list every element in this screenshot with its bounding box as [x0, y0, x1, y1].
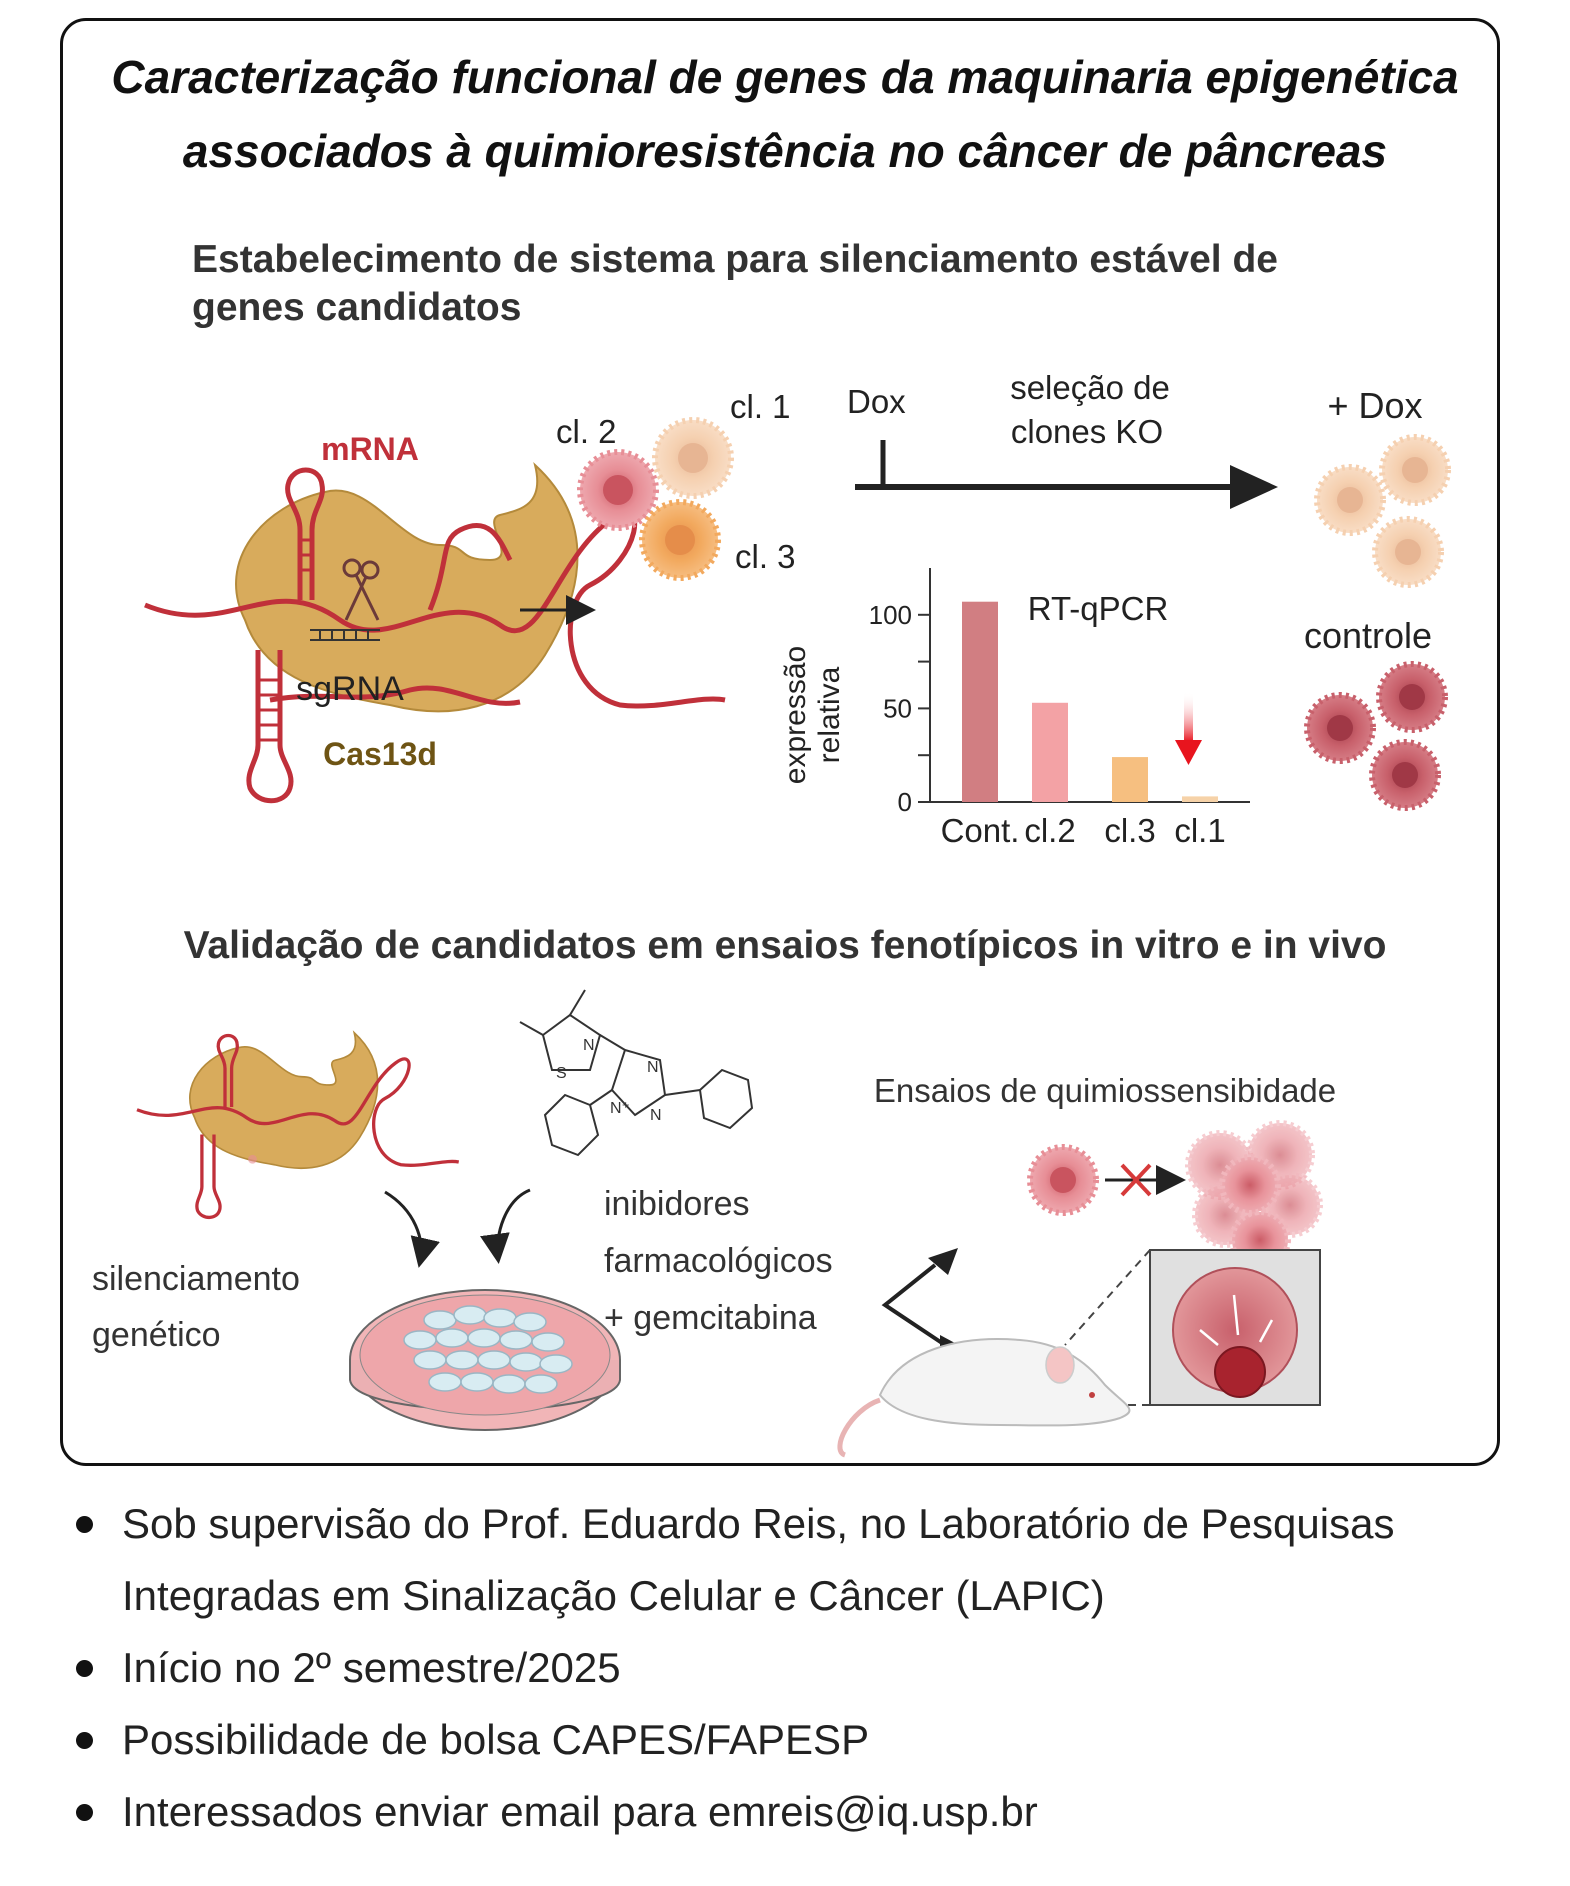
arrow-drug-to-dish	[480, 1188, 531, 1264]
cas13d-complex	[144, 462, 726, 804]
chemosensitivity-label: Ensaios de quimiossensibidade	[874, 1072, 1336, 1109]
x-tick-label: cl.3	[1104, 812, 1155, 849]
diagram-canvas: mRNA sgRNA Cas13d cl. 1 cl. 2 cl. 3 Dox …	[92, 369, 1451, 1458]
section-1-heading: Estabelecimento de sistema para silencia…	[192, 238, 1278, 329]
cas13d-protein	[235, 462, 579, 713]
mrna-hairpin-right	[427, 522, 513, 611]
y-tick-label: 50	[883, 693, 912, 723]
x-tick-label: cl.2	[1024, 812, 1075, 849]
y-tick-label: 100	[869, 600, 912, 630]
control-label: controle	[1304, 615, 1432, 656]
figure-frame	[60, 18, 1500, 1466]
tumor-icon	[1172, 1267, 1298, 1398]
figure-title-line-2: associados à quimioresistência no câncer…	[182, 125, 1388, 177]
clone-label-2: cl. 2	[556, 413, 617, 450]
bullet-dot	[76, 1516, 93, 1533]
x-tick-label: Cont.	[941, 812, 1020, 849]
mrna-strand	[144, 510, 726, 709]
atom-n-1: N	[583, 1037, 595, 1054]
bullet-text: Possibilidade de bolsa CAPES/FAPESP	[122, 1716, 870, 1763]
atom-n-3: N	[650, 1107, 662, 1124]
y-tick-label: 0	[898, 787, 912, 817]
bullet-dot	[76, 1804, 93, 1821]
bullet-text: Interessados enviar email para emreis@iq…	[122, 1788, 1038, 1835]
cas13d-complex-small	[136, 1030, 460, 1220]
clone-cell-2	[577, 449, 659, 531]
bullet-text: Início no 2º semestre/2025	[122, 1644, 621, 1691]
bar-cl1	[1182, 796, 1218, 802]
dox-label: Dox	[847, 383, 906, 420]
bullet-list: Sob supervisão do Prof. Eduardo Reis, no…	[70, 1488, 1570, 1848]
clone-label-1: cl. 1	[730, 388, 791, 425]
cas13d-label: Cas13d	[323, 736, 437, 772]
timeline-arrow-head	[1230, 465, 1278, 509]
bullet-item: Sob supervisão do Prof. Eduardo Reis, no…	[70, 1488, 1570, 1632]
clone-cell-3	[639, 499, 721, 581]
dox-cells	[1314, 434, 1451, 588]
control-cells	[1304, 661, 1448, 811]
atom-n-2: N	[647, 1059, 659, 1076]
blocked-x-icon	[1120, 1163, 1152, 1197]
atom-s: S	[556, 1065, 567, 1082]
mrna-label: mRNA	[321, 431, 419, 467]
red-down-arrow-icon	[1175, 692, 1202, 765]
inset-leader-top	[1064, 1249, 1151, 1346]
sgrna-duplex	[310, 629, 380, 641]
bullet-dot	[76, 1732, 93, 1749]
cell-cluster-icon	[1185, 1120, 1323, 1271]
section-2-heading: Validação de candidatos em ensaios fenot…	[183, 924, 1387, 967]
bar-cl2	[1032, 702, 1068, 802]
x-tick-label: cl.1	[1174, 812, 1225, 849]
bullet-item: Início no 2º semestre/2025	[70, 1632, 1570, 1704]
bullet-item: Interessados enviar email para emreis@iq…	[70, 1776, 1570, 1848]
scissors-icon	[342, 558, 380, 621]
plus-dox-label: + Dox	[1327, 385, 1422, 426]
bar-cont	[962, 601, 998, 802]
bullet-text: Sob supervisão do Prof. Eduardo Reis, no…	[122, 1500, 1395, 1619]
clone-label-3: cl. 3	[735, 538, 796, 575]
atom-n-plus: N⁺	[610, 1100, 630, 1117]
mrna-strand-lower	[269, 685, 521, 706]
arrow-genetic-to-dish	[384, 1190, 440, 1268]
mrna-hairpin-top	[285, 467, 325, 600]
branch-arrows	[881, 1263, 947, 1347]
chart-title: RT-qPCR	[1028, 590, 1169, 627]
tetrazolium-molecule-icon	[519, 989, 754, 1157]
petri-dish-icon	[349, 1289, 621, 1431]
y-axis-label: expressãorelativa	[779, 646, 846, 784]
pharm-label: inibidores farmacológicos + gemcitabina	[604, 1185, 842, 1337]
mouse-icon	[837, 1338, 1131, 1458]
bar-cl3	[1112, 757, 1148, 802]
bullet-item: Possibilidade de bolsa CAPES/FAPESP	[70, 1704, 1570, 1776]
bullet-dot	[76, 1660, 93, 1677]
sgrna-label: sgRNA	[296, 670, 404, 708]
figure-title-line-1: Caracterização funcional de genes da maq…	[111, 51, 1459, 103]
mrna-hairpin-bottom	[246, 650, 294, 804]
single-cell-icon	[1027, 1144, 1099, 1216]
branch-arrow-up-head	[928, 1248, 958, 1275]
clone-cell-1	[652, 417, 734, 499]
